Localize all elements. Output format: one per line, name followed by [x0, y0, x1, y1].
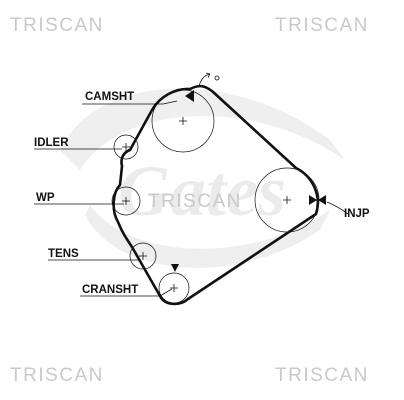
label-injp: INJP — [344, 208, 370, 220]
camsht-leader-line — [82, 100, 178, 105]
crankshaft-pulley — [158, 272, 190, 304]
camshaft-rotation-arrow-icon — [198, 72, 211, 87]
cranksht-leader-line — [80, 288, 173, 297]
water-pump-pulley — [111, 186, 141, 216]
watermark-top-left: TRISCAN — [10, 15, 104, 36]
crankshaft-timing-mark-icon — [171, 264, 179, 272]
degree-symbol-icon — [214, 75, 220, 81]
idler-pulley — [113, 134, 139, 160]
watermark-bottom-left: TRISCAN — [10, 365, 104, 386]
timing-belt — [112, 84, 319, 306]
gates-logo-watermark: Gates — [60, 88, 345, 268]
label-wp: WP — [36, 192, 55, 204]
label-cranksht: CRANSHT — [82, 284, 138, 296]
label-camsht: CAMSHT — [85, 91, 134, 103]
label-idler: IDLER — [34, 137, 69, 149]
injp-leader-line — [326, 201, 349, 215]
label-tens: TENS — [48, 248, 79, 260]
watermark-center: TRISCAN — [148, 191, 242, 212]
watermark-top-right: TRISCAN — [275, 15, 369, 36]
camshaft-timing-mark-icon — [185, 90, 194, 102]
injection-pump-timing-mark-icon — [309, 195, 326, 205]
tensioner-pulley — [129, 242, 157, 270]
watermark-bottom-right: TRISCAN — [275, 365, 369, 386]
svg-text:Gates: Gates — [118, 151, 286, 231]
